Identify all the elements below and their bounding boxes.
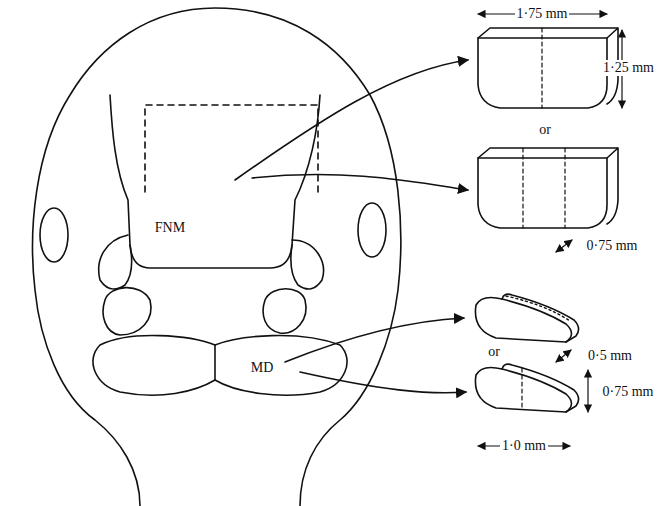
maxillary-process	[103, 288, 151, 335]
mandible-lobe	[93, 336, 215, 396]
eye	[40, 208, 68, 262]
tissue-block	[478, 158, 607, 228]
mandible-lobe	[215, 336, 347, 396]
arrow	[285, 318, 464, 362]
lateral-nasal-process	[99, 235, 132, 289]
dimension-arrow	[587, 370, 588, 412]
maxillary-process	[263, 289, 306, 333]
alternative-label: or	[537, 122, 553, 138]
cut-line	[523, 148, 565, 228]
dimension-label: 0·5 mm	[586, 348, 634, 364]
arrow	[235, 60, 468, 180]
dimension-label: 0·75 mm	[585, 238, 640, 254]
dimension-label: 1·25 mm	[601, 60, 656, 76]
region-label: FNM	[153, 220, 187, 236]
cut-line	[541, 28, 542, 108]
frontonasal-mass	[110, 95, 320, 268]
head-outline	[33, 8, 401, 506]
mandible-midline	[214, 345, 216, 380]
eye	[358, 203, 386, 257]
dimension-label: 1·0 mm	[500, 438, 548, 454]
tissue-slice	[475, 367, 571, 412]
tissue-block	[478, 148, 618, 224]
arrow	[252, 175, 468, 190]
tissue-slice	[502, 364, 579, 412]
dimension-arrow	[556, 350, 571, 362]
region-label: MD	[249, 360, 276, 376]
dimension-label: 0·75 mm	[601, 384, 656, 400]
dimension-arrow	[556, 240, 572, 252]
dissection-outline	[145, 105, 318, 192]
cut-line	[506, 296, 570, 321]
tissue-slice	[475, 297, 571, 342]
lateral-nasal-process	[291, 240, 324, 289]
cut-line	[521, 368, 522, 410]
alternative-label: or	[486, 344, 502, 360]
tissue-block	[478, 28, 618, 104]
arrow	[300, 372, 466, 393]
tissue-slice	[502, 294, 579, 342]
dimension-label: 1·75 mm	[515, 6, 570, 22]
